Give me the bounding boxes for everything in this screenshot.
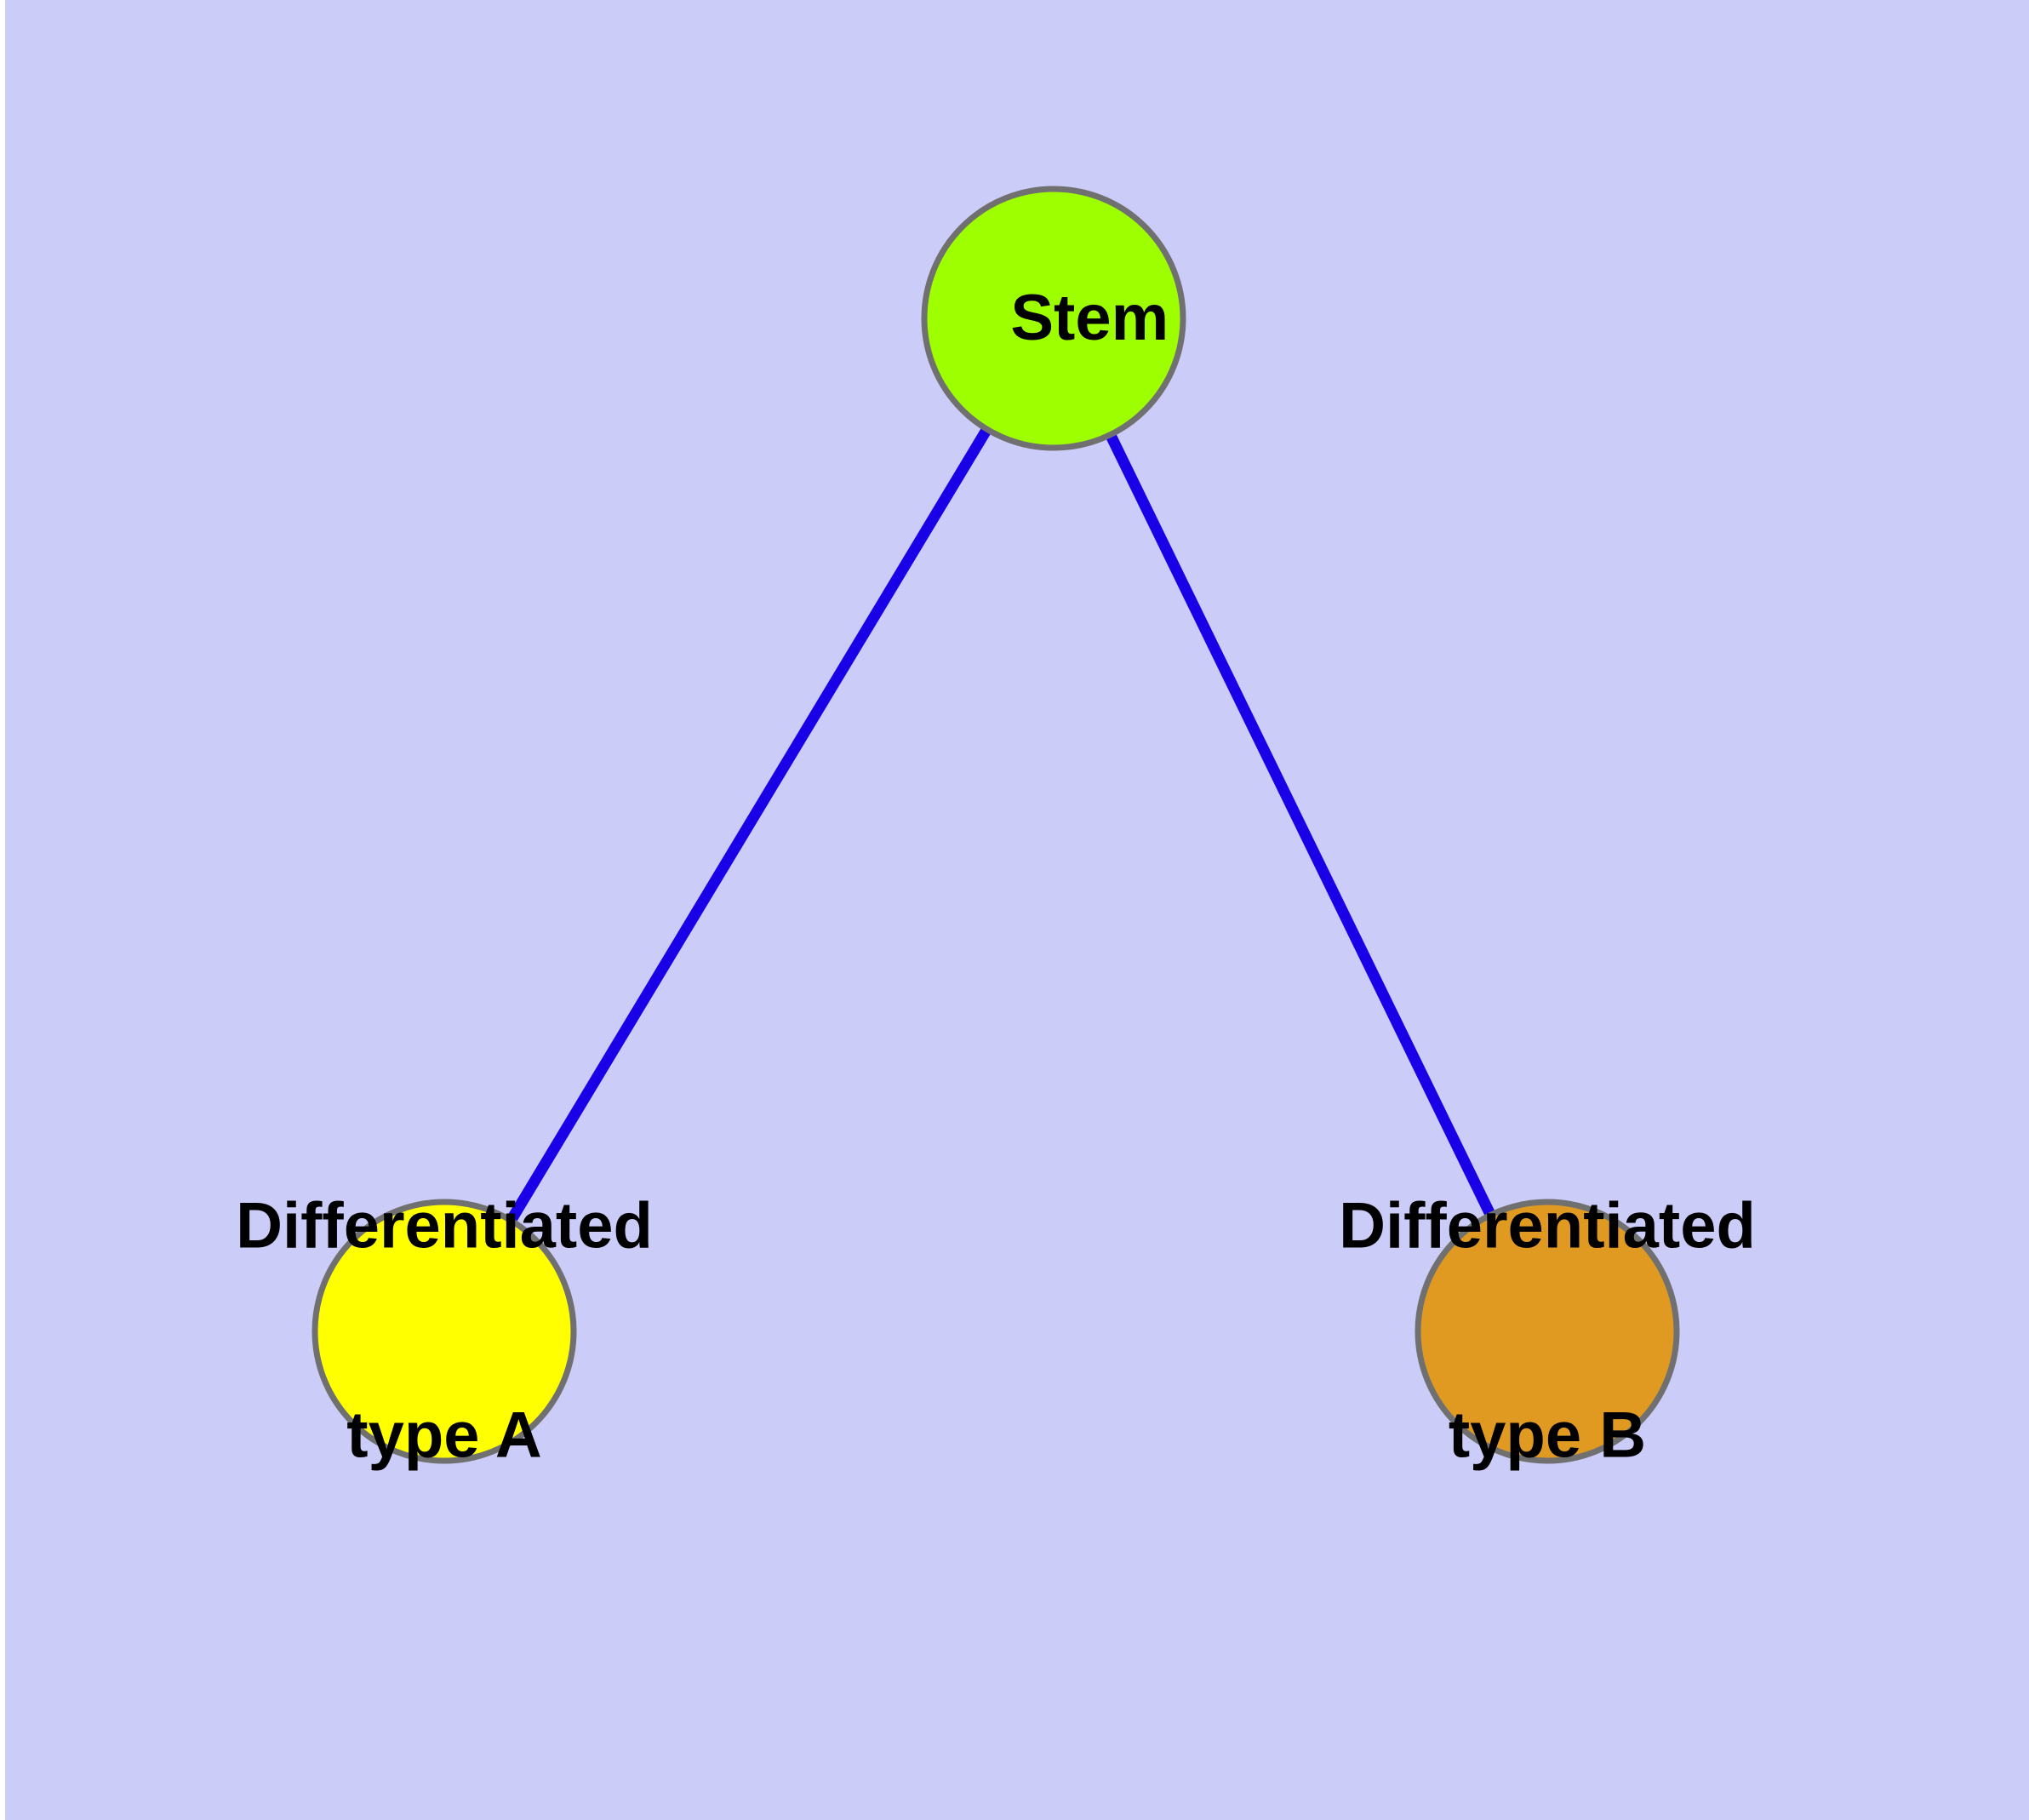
- node-layer: [311, 186, 1680, 1464]
- node-differentiated-type-a[interactable]: [311, 1199, 577, 1464]
- node-stem[interactable]: [921, 186, 1186, 451]
- edge-stem-to-type-b: [1105, 432, 1496, 1218]
- edge-layer: [506, 426, 1496, 1224]
- edge-stem-to-type-a: [506, 426, 992, 1224]
- node-differentiated-type-b[interactable]: [1415, 1199, 1680, 1464]
